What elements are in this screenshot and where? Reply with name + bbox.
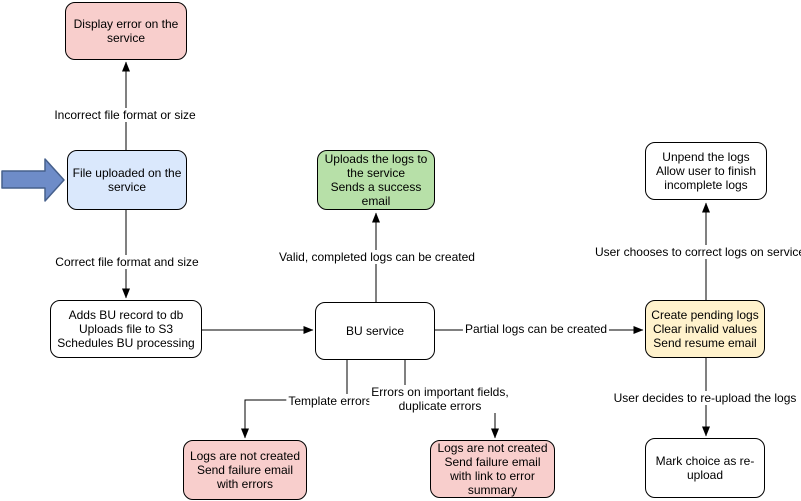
edge-label-choose-correct: User chooses to correct logs on service (592, 245, 801, 259)
node-mark-reupload: Mark choice as re- upload (645, 438, 765, 498)
node-unpend-logs: Unpend the logs Allow user to finish inc… (645, 142, 767, 200)
node-upload-success: Uploads the logs to the service Sends a … (317, 150, 435, 210)
edge-label-correct-format: Correct file format and size (53, 255, 201, 269)
edge-label-valid-logs: Valid, completed logs can be created (277, 250, 477, 264)
node-display-error: Display error on the service (65, 2, 187, 60)
edge-label-reupload: User decides to re-upload the logs (611, 391, 799, 405)
edge-label-template-errors: Template errors (286, 394, 374, 408)
node-adds-bu-record: Adds BU record to db Uploads file to S3 … (50, 300, 202, 358)
edge-label-partial-logs: Partial logs can be created (462, 322, 610, 336)
node-bu-service: BU service (315, 302, 435, 360)
start-arrow-icon (1, 158, 65, 202)
edge-label-incorrect-format: Incorrect file format or size (52, 108, 198, 122)
node-fail-template-errors: Logs are not created Send failure email … (183, 440, 307, 500)
node-fail-important-fields: Logs are not created Send failure email … (430, 440, 555, 498)
node-create-pending-logs: Create pending logs Clear invalid values… (645, 300, 765, 358)
node-file-uploaded: File uploaded on the service (67, 150, 187, 210)
edge-label-important-fields: Errors on important fields, duplicate er… (369, 385, 511, 413)
